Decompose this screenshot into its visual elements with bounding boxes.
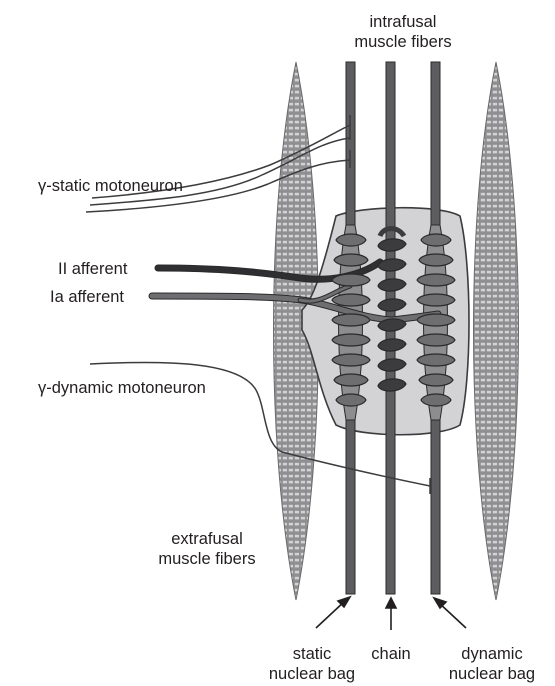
- extrafusal-label: extrafusal muscle fibers: [137, 529, 277, 569]
- dynamic-label-line1: dynamic: [432, 644, 552, 664]
- static-label-line2: nuclear bag: [252, 664, 372, 684]
- intrafusal-label-line2: muscle fibers: [348, 32, 458, 52]
- static-nuclear-bag-label: static nuclear bag: [252, 644, 372, 684]
- dynamic-bag-annulospiral-coils: [417, 234, 455, 406]
- static-bag-annulospiral-coils: [332, 234, 370, 406]
- chain-arrowhead: [386, 598, 396, 608]
- dynamic-bag-arrowhead: [434, 598, 446, 608]
- intrafusal-label: intrafusal muscle fibers: [348, 12, 458, 52]
- extrafusal-label-line2: muscle fibers: [137, 549, 277, 569]
- pointer-arrows: [316, 597, 466, 630]
- dynamic-nuclear-bag-label: dynamic nuclear bag: [432, 644, 552, 684]
- static-label-line1: static: [252, 644, 372, 664]
- ia-afferent-label: Ia afferent: [50, 287, 124, 307]
- intrafusal-label-line1: intrafusal: [348, 12, 458, 32]
- gamma-dynamic-label: γ-dynamic motoneuron: [38, 378, 206, 398]
- gamma-static-label: γ-static motoneuron: [38, 176, 183, 196]
- chain-label-line1: chain: [356, 644, 426, 664]
- extrafusal-fiber-right: [474, 62, 519, 600]
- chain-label: chain: [356, 644, 426, 664]
- extrafusal-label-line1: extrafusal: [137, 529, 277, 549]
- ii-afferent-label: II afferent: [58, 259, 127, 279]
- dynamic-label-line2: nuclear bag: [432, 664, 552, 684]
